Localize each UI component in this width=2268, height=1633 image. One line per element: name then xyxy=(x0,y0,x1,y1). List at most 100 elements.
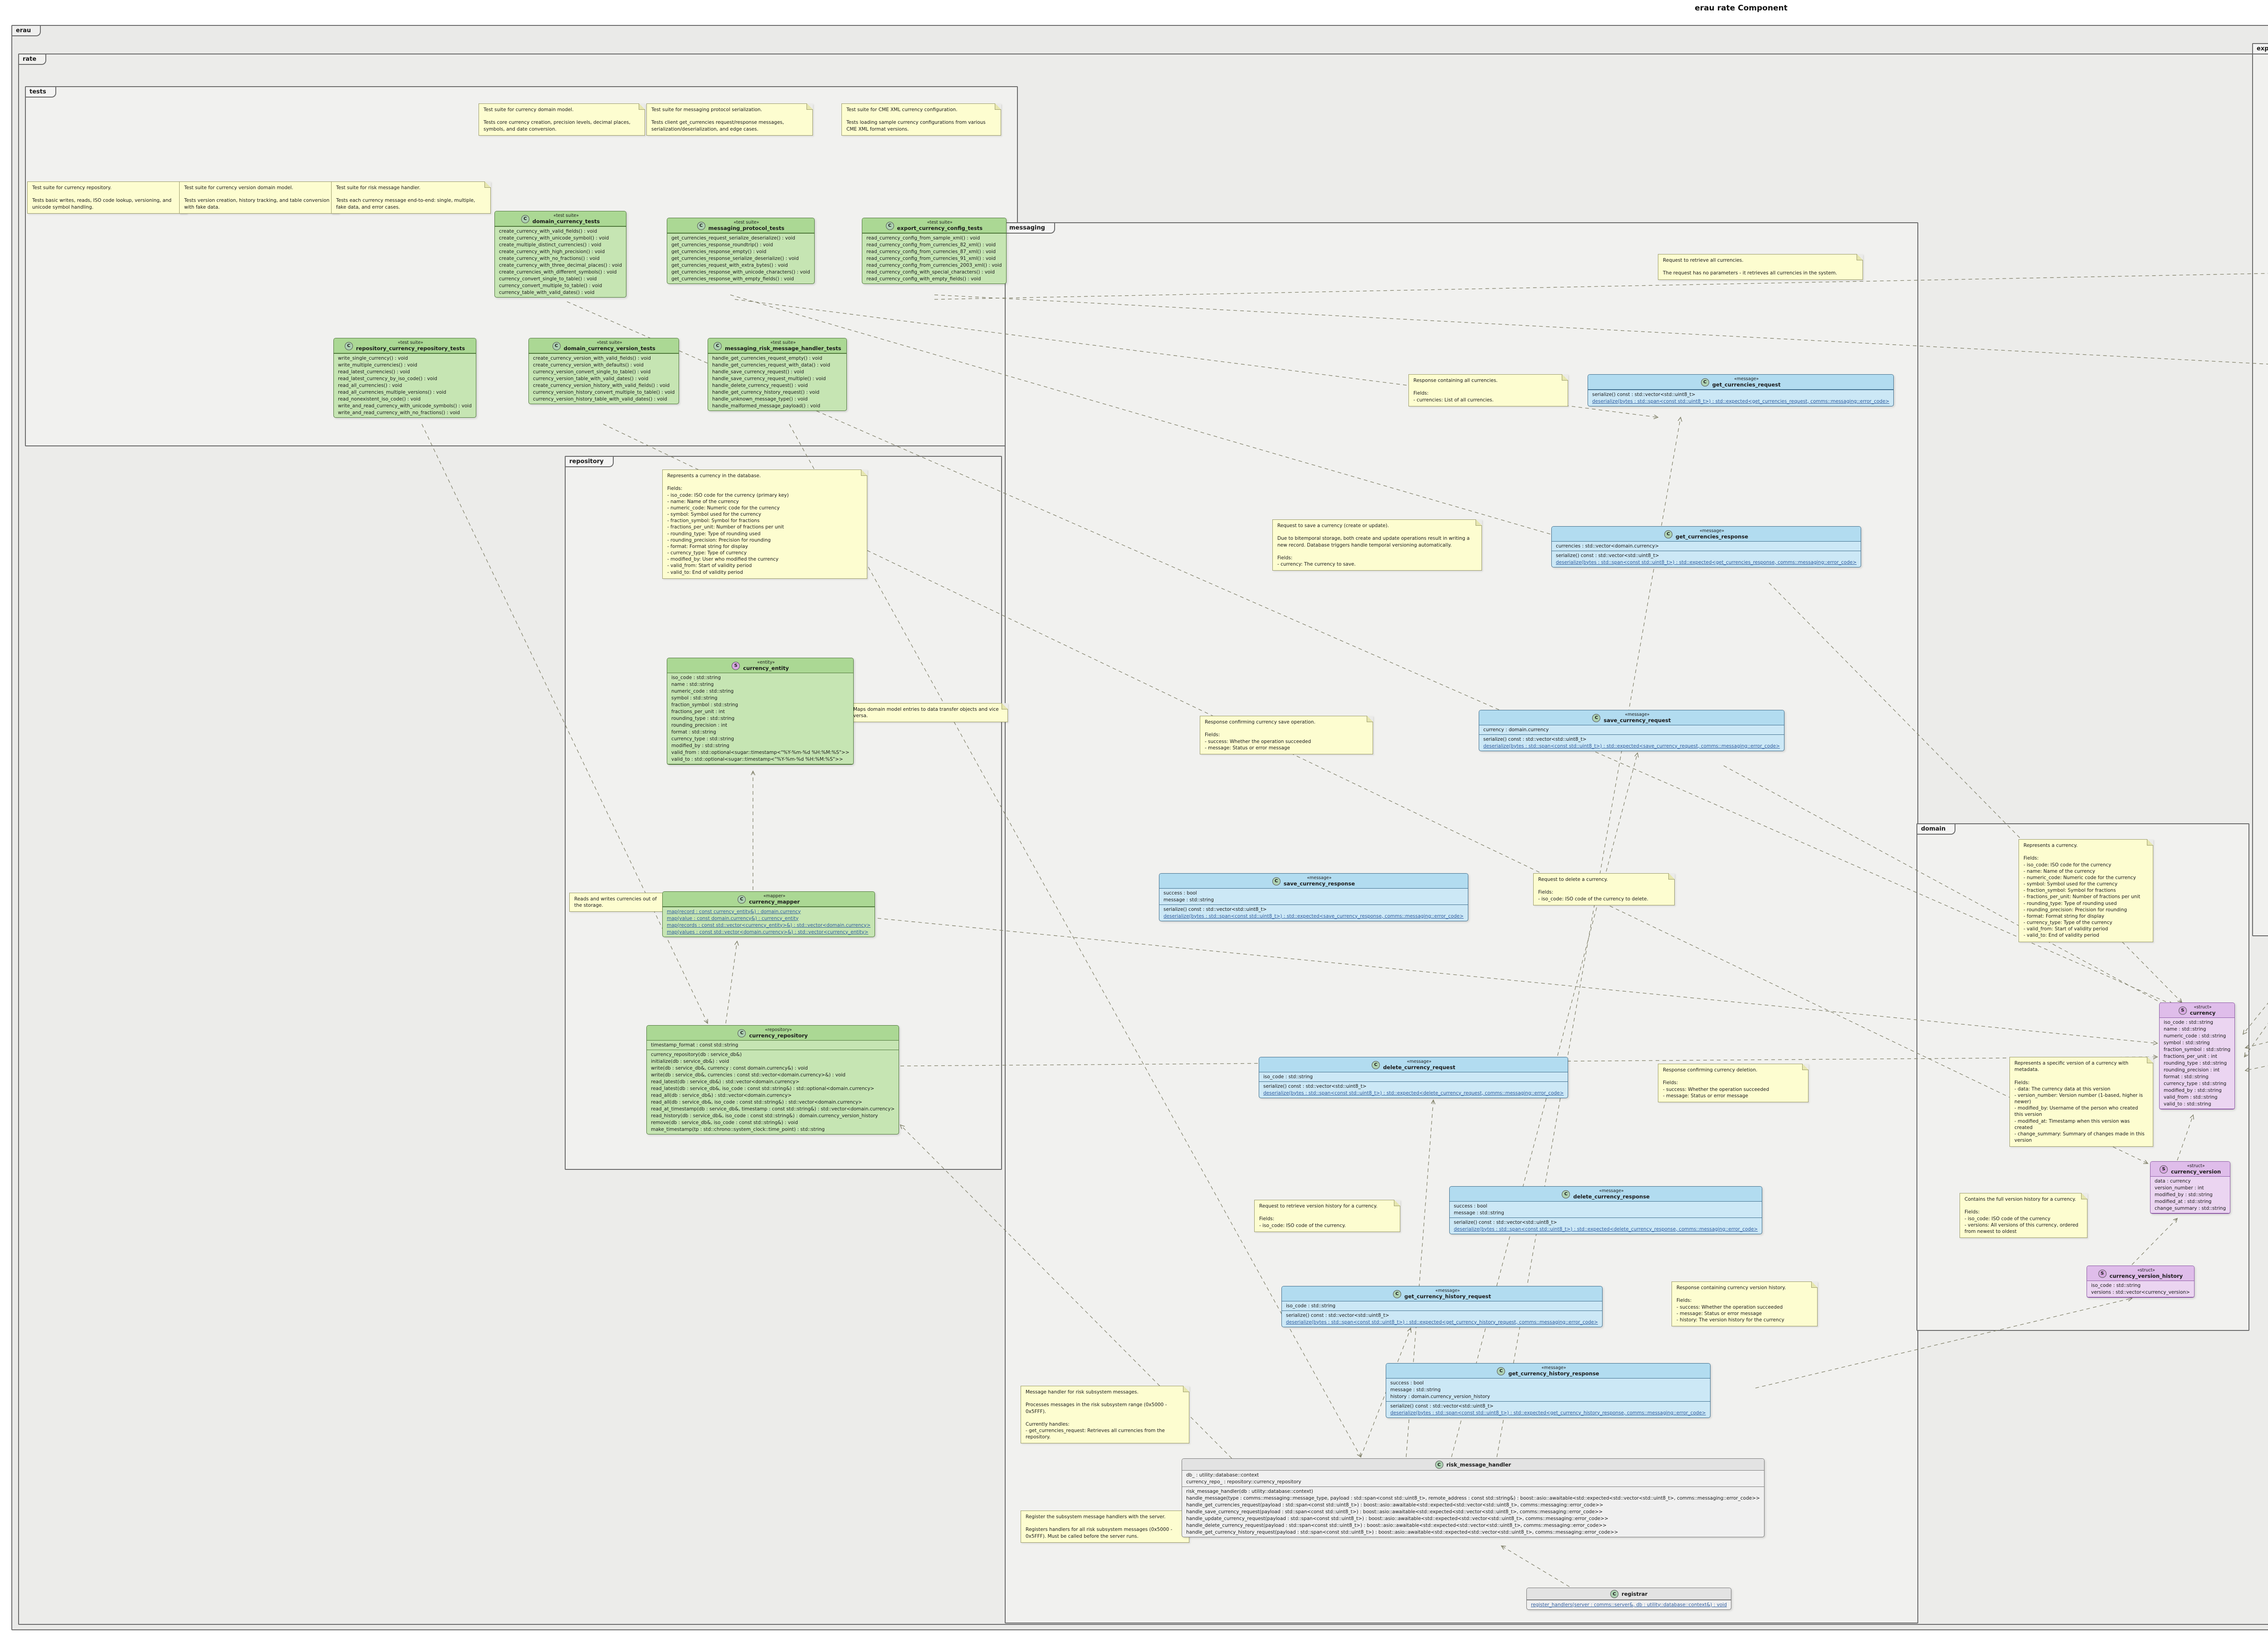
class-field: rounding_type : std::string xyxy=(671,715,735,721)
class-method: deserialize(bytes : std::span<const std:… xyxy=(1556,559,1857,565)
class-method: deserialize(bytes : std::span<const std:… xyxy=(1163,913,1464,919)
class-name: get_currency_history_request xyxy=(1404,1293,1491,1300)
class-method: get_currencies_request_serialize_deseria… xyxy=(671,235,796,241)
class-circle-icon: C xyxy=(1372,1061,1380,1069)
note-msg-history-request: Request to retrieve version history for … xyxy=(1254,1200,1400,1232)
class-field: message : std::string xyxy=(1390,1387,1441,1393)
class-name: registrar xyxy=(1621,1591,1647,1597)
class-name: get_currencies_request xyxy=(1712,381,1781,388)
class-method: read_latest_currencies() : void xyxy=(338,369,410,375)
class-field: message : std::string xyxy=(1163,897,1214,903)
class-circle-icon: C xyxy=(1562,1190,1570,1198)
class-method: handle_get_currencies_request_empty() : … xyxy=(712,355,822,361)
class-stereotype: «test suite» xyxy=(397,340,423,345)
class-field: valid_to : std::optional<sugar::timestam… xyxy=(671,756,843,762)
class-method: handle_unknown_message_type() : void xyxy=(712,396,808,402)
class-method: serialize() const : std::vector<std::uin… xyxy=(1286,1312,1389,1318)
class-method: get_currencies_response_with_empty_field… xyxy=(671,276,794,282)
class-field: modified_at : std::string xyxy=(2155,1198,2212,1204)
note-msg-history-response: Response containing currency version his… xyxy=(1672,1281,1818,1327)
class-circle-icon: C xyxy=(714,342,722,350)
class-method: read_at_timestamp(db : service_db&, time… xyxy=(651,1106,895,1112)
class-stereotype: «message» xyxy=(1307,875,1332,880)
class-field: fraction_symbol : std::string xyxy=(2164,1046,2231,1052)
class-name: currency_version_history xyxy=(2109,1273,2183,1279)
class-method: serialize() const : std::vector<std::uin… xyxy=(1163,906,1267,912)
note-tests-protocol: Test suite for messaging protocol serial… xyxy=(646,103,813,136)
note-msg-get-request: Request to retrieve all currencies. The … xyxy=(1658,254,1863,280)
class-method: read_currency_config_with_special_charac… xyxy=(866,269,995,275)
class-name: get_currencies_response xyxy=(1675,533,1749,540)
class-method: handle_save_currency_request(payload : s… xyxy=(1186,1509,1603,1515)
class-method: create_currency_with_high_precision() : … xyxy=(499,249,605,254)
class-method: serialize() const : std::vector<std::uin… xyxy=(1263,1083,1367,1089)
class-method: serialize() const : std::vector<std::uin… xyxy=(1454,1219,1557,1225)
class-method: get_currencies_response_roundtrip() : vo… xyxy=(671,242,773,248)
note-tests-domain: Test suite for currency domain model. Te… xyxy=(479,103,645,136)
class-method: create_currency_with_unicode_symbol() : … xyxy=(499,235,609,241)
class-method: write_single_currency() : void xyxy=(338,355,408,361)
class-stereotype: «test suite» xyxy=(927,220,953,225)
class-circle-icon: C xyxy=(1592,714,1601,722)
class-circle-icon: C xyxy=(1610,1590,1618,1598)
class-stereotype: «message» xyxy=(1541,1365,1566,1370)
class-method: read_currency_config_from_currencies_91_… xyxy=(866,255,996,261)
note-msg-get-response: Response containing all currencies. Fiel… xyxy=(1408,374,1568,406)
class-circle-icon: C xyxy=(1393,1290,1401,1298)
class-method: read_nonexistent_iso_code() : void xyxy=(338,396,421,402)
class-circle-icon: C xyxy=(738,1029,746,1037)
class-stereotype: «entity» xyxy=(757,660,775,665)
class-field: version_number : int xyxy=(2155,1185,2204,1191)
class-name: get_currency_history_response xyxy=(1508,1370,1599,1377)
class-field: success : bool xyxy=(1390,1380,1424,1386)
class-stereotype: «struct» xyxy=(2194,1005,2212,1010)
note-text-msg-history-response: Response containing currency version his… xyxy=(1677,1285,1786,1323)
class-method: read_currency_config_from_currencies_82_… xyxy=(866,242,996,248)
note-msg-delete-response: Response confirming currency deletion. F… xyxy=(1658,1064,1809,1102)
class-method: write(db : service_db&, currency : const… xyxy=(651,1065,808,1071)
class-method: handle_malformed_message_payload() : voi… xyxy=(712,403,821,409)
class-circle-icon: S xyxy=(2178,1006,2187,1015)
class-method: currency_version_history_convert_multipl… xyxy=(533,389,675,395)
class-field: valid_from : std::optional<sugar::timest… xyxy=(671,749,850,755)
class-stereotype: «repository» xyxy=(765,1027,792,1032)
class-field: success : bool xyxy=(1163,890,1197,896)
note-text-msg-delete-request: Request to delete a currency. Fields: - … xyxy=(1538,877,1648,902)
note-repo-storage: Reads and writes currencies out of the s… xyxy=(569,893,670,912)
class-name: save_currency_request xyxy=(1603,717,1671,724)
note-repo-mapper: Maps domain model entries to data transf… xyxy=(848,703,1008,723)
class-field: currency_type : std::string xyxy=(671,736,734,742)
class-method: initialize(db : service_db&) : void xyxy=(651,1058,729,1064)
class-method: create_currency_version_with_valid_field… xyxy=(533,355,651,361)
note-tests-handler: Test suite for risk message handler. Tes… xyxy=(331,181,491,214)
class-field: symbol : std::string xyxy=(671,695,718,701)
class-method: currency_convert_multiple_to_table() : v… xyxy=(499,283,602,288)
class-name: delete_currency_response xyxy=(1573,1193,1650,1200)
diagram-title: erau rate Component xyxy=(1695,4,1788,13)
class-messaging-risk-message-handler-tests: C«test suite»messaging_risk_message_hand… xyxy=(708,338,847,411)
note-tests-repository: Test suite for currency repository. Test… xyxy=(27,181,187,214)
note-text-domain-history: Contains the full version history for a … xyxy=(1965,1197,2078,1234)
class-method: write_and_read_currency_with_no_fraction… xyxy=(338,410,460,416)
note-text-tests-config: Test suite for CME XML currency configur… xyxy=(846,107,986,132)
class-circle-icon: C xyxy=(1664,530,1672,538)
note-domain-currency: Represents a currency. Fields: - iso_cod… xyxy=(2019,839,2153,942)
class-method: create_currencies_with_different_symbols… xyxy=(499,269,617,275)
class-stereotype: «test suite» xyxy=(770,340,796,345)
class-stereotype: «message» xyxy=(1625,712,1650,717)
package-export: export xyxy=(2252,43,2268,936)
class-method: read_all_currencies() : void xyxy=(338,382,402,388)
class-field: iso_code : std::string xyxy=(1286,1303,1336,1309)
class-method: serialize() const : std::vector<std::uin… xyxy=(1592,391,1696,397)
note-repo-entity: Represents a currency in the database. F… xyxy=(662,469,867,579)
